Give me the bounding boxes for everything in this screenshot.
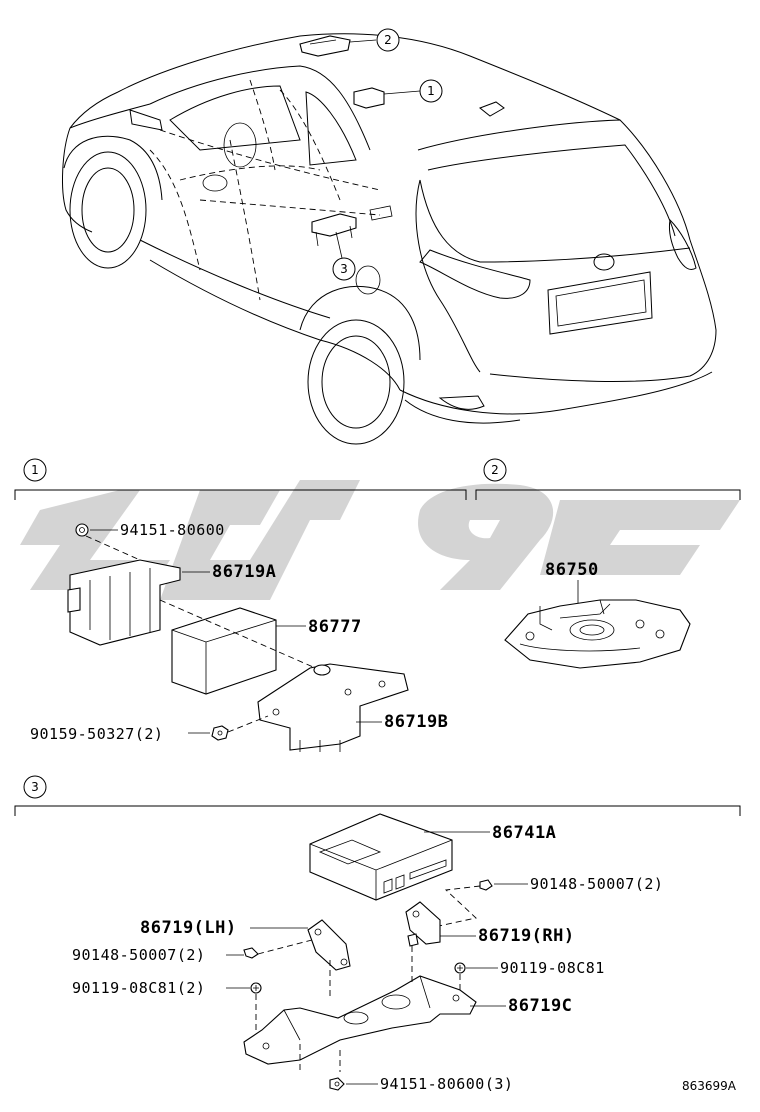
section-2-marker (483, 458, 507, 482)
bolt-90148-50007-left (243, 947, 259, 959)
bracket-86719c (243, 975, 477, 1065)
label-94151-80600: 94151-80600 (120, 521, 225, 539)
vehicle-illustration (62, 33, 717, 445)
section-3: 3 86741A 90148-50007(2) 86719(RH) (14, 775, 741, 1093)
bracket-86719-lh (307, 919, 351, 971)
diagram-code: 863699A (682, 1079, 737, 1093)
section-3-marker (23, 775, 47, 799)
label-86719b: 86719B (384, 712, 448, 732)
section-1-marker (23, 458, 47, 482)
callout-3: 3 (332, 257, 356, 281)
section-2-bracket (475, 489, 741, 500)
bracket-86719-rh (405, 901, 441, 947)
label-86719c: 86719C (508, 996, 572, 1016)
label-86741a: 86741A (492, 823, 556, 843)
label-90148-50007-left: 90148-50007(2) (72, 946, 205, 964)
label-90119-08c81-left: 90119-08C81(2) (72, 979, 205, 997)
label-90119-08c81-right: 90119-08C81 (500, 959, 605, 977)
nut-94151-80600 (75, 523, 89, 537)
bolt-90148-50007-right (479, 879, 493, 891)
section-3-bracket (14, 805, 741, 816)
callout-1: 1 (419, 79, 443, 103)
label-90159-50327: 90159-50327(2) (30, 725, 163, 743)
bracket-86719b (257, 663, 409, 752)
label-86777: 86777 (308, 617, 362, 637)
module-86777 (171, 607, 277, 695)
svg-text:3: 3 (31, 780, 39, 794)
screw-90119-08c81-right (454, 962, 466, 974)
svg-text:1: 1 (427, 84, 435, 98)
label-94151-80600-bottom: 94151-80600(3) (380, 1075, 513, 1093)
overhead-console-86750 (504, 599, 691, 669)
svg-text:1: 1 (31, 463, 39, 477)
label-86719a: 86719A (212, 562, 276, 582)
svg-text:3: 3 (340, 262, 348, 276)
section-1: 1 94151-80600 86719A 86777 (14, 458, 467, 752)
watermark-logo (20, 480, 740, 600)
screw-90119-08c81-left (250, 982, 262, 994)
unit-86741a (309, 813, 453, 901)
svg-text:2: 2 (491, 463, 499, 477)
label-90148-50007-right: 90148-50007(2) (530, 875, 663, 893)
bracket-86719a (67, 559, 181, 646)
bolt-90159-50327 (211, 725, 229, 741)
svg-text:2: 2 (384, 33, 392, 47)
label-86719-rh: 86719(RH) (478, 926, 575, 946)
label-86719-lh: 86719(LH) (140, 918, 237, 938)
nut-94151-80600-bottom (329, 1077, 345, 1091)
callout-2: 2 (376, 28, 400, 52)
section-2: 2 86750 (475, 458, 741, 669)
section-1-bracket (14, 489, 467, 500)
label-86750: 86750 (545, 560, 599, 580)
